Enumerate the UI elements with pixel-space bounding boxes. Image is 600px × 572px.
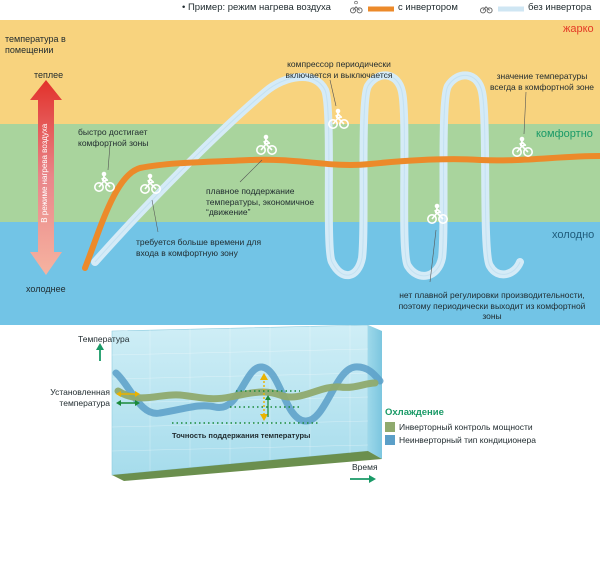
legend-inverter-label-bottom: Инверторный контроль мощности (399, 422, 533, 432)
annotation-smooth: плавное поддержание температуры, экономи… (206, 186, 315, 217)
comfort-zone-label: комфортно (536, 128, 593, 140)
chart-floor (112, 451, 382, 481)
cold-zone-label: холодно (552, 229, 595, 241)
annotation-needs-time: требуется больше времени для входа в ком… (136, 237, 262, 258)
y-axis-label: Температура (78, 334, 130, 344)
accuracy-label: Точность поддержания температуры (172, 431, 311, 440)
legend-non-inverter-label: без инвертора (528, 2, 592, 13)
arrow-caption: В режиме нагрева воздуха (39, 123, 49, 223)
legend-inverter-label: с инвертором (398, 2, 458, 13)
set-temp-label: Установленная температура (50, 387, 110, 408)
axis-title: температура в помещении (5, 34, 66, 55)
colder-label: холоднее (26, 284, 66, 294)
example-label: • Пример: режим нагрева воздуха (182, 2, 331, 13)
bike-icon (479, 6, 493, 14)
vertical-arrow-icon (30, 80, 62, 275)
annotation-always-comfort: значение температуры всегда в комфортной… (489, 71, 595, 92)
legend-non-inverter-swatch-bottom (385, 435, 395, 445)
heating-diagram: • Пример: режим нагрева воздуха с инверт… (0, 0, 600, 325)
legend-inverter-swatch-bottom (385, 422, 395, 432)
legend-non-inverter-label-bottom: Неинверторный тип кондиционера (399, 435, 536, 445)
inverter-wave (114, 379, 379, 403)
bike-icon (349, 0, 363, 14)
annotation-compressor: компрессор периодически включается и вык… (285, 59, 393, 80)
heating-diagram-graphic (0, 0, 600, 325)
annotation-reaches-fast: быстро достигает комфортной зоны (78, 127, 149, 148)
cooling-chart: Температура Установленная температура То… (0, 325, 600, 572)
chart-side-panel (368, 325, 382, 459)
hot-zone-band (0, 0, 600, 124)
annotation-no-smooth: нет плавной регулировки производительнос… (398, 290, 586, 321)
inverter-curve (82, 153, 600, 271)
legend-title: Охлаждение (385, 407, 444, 418)
cooling-chart-graphic (96, 325, 395, 483)
non-inverter-wave (112, 363, 384, 425)
comfort-zone-band (0, 124, 600, 222)
x-axis-label: Время (352, 462, 378, 472)
warmer-label: теплее (34, 70, 64, 80)
hot-zone-label: жарко (563, 23, 594, 35)
